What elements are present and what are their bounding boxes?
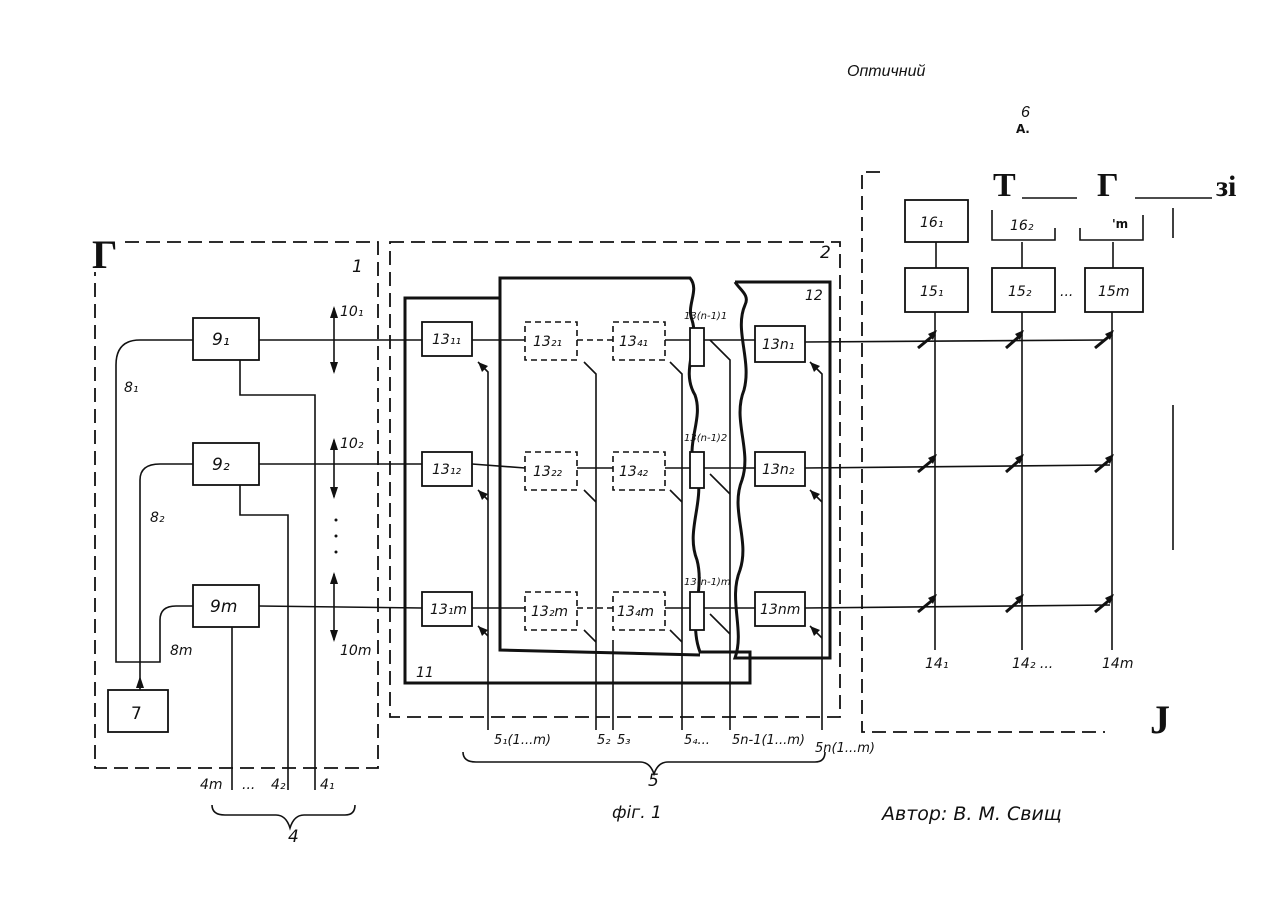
label-5-n: 5n(1...m) <box>815 741 875 756</box>
block-9-2-label: 9₂ <box>212 455 230 475</box>
mark-t: Т <box>993 167 1016 204</box>
block-13-nm: 13nm <box>760 602 800 618</box>
block-13-n-1-1: 13(n-1)1 <box>684 311 727 322</box>
label-14-1: 14₁ <box>925 656 948 672</box>
label-5-n-1: 5n-1(1...m) <box>732 733 805 748</box>
label-5: 5 <box>648 771 659 791</box>
block-13-1m: 13₁m <box>430 602 467 618</box>
page-number: 6 <box>1021 104 1030 121</box>
label-4-dots: ... <box>242 777 255 793</box>
label-4-m: 4m <box>200 777 223 793</box>
label-8-2: 8₂ <box>150 510 165 526</box>
label-8-m: 8m <box>170 643 193 659</box>
block-15-m: 15m <box>1098 284 1129 300</box>
block-13-2m: 13₂m <box>531 604 568 620</box>
mark-g: Г <box>1097 167 1119 204</box>
mark-top-left: Г <box>92 232 117 277</box>
block-16-2: 16₂ <box>1010 218 1034 234</box>
block-13-4m: 13₄m <box>617 604 654 620</box>
block-13-21: 13₂₁ <box>533 334 562 350</box>
region-2-label: 2 <box>820 243 831 263</box>
block-13-41: 13₄₁ <box>619 334 648 350</box>
label-10-2: 10₂ <box>340 436 364 452</box>
block-12-label: 12 <box>805 288 823 304</box>
label-4-1: 4₁ <box>320 777 335 793</box>
block-7-label: 7 <box>131 704 142 724</box>
block-16-m: 'm <box>1112 217 1128 231</box>
mark-j: J <box>1150 697 1170 742</box>
label-4: 4 <box>288 827 299 847</box>
block-15-2: 15₂ <box>1008 284 1032 300</box>
block-13-n2: 13n₂ <box>762 462 795 478</box>
block-13-12: 13₁₂ <box>432 462 461 478</box>
label-14-m: 14m <box>1102 656 1133 672</box>
author-line: Автор: В. М. Свищ <box>880 803 1062 825</box>
header-title: Оптичний <box>847 63 925 80</box>
block-13-42: 13₄₂ <box>619 464 648 480</box>
block-15-1: 15₁ <box>920 284 943 300</box>
mark-zi: зі <box>1216 170 1236 203</box>
block-13-n1: 13n₁ <box>762 337 794 353</box>
label-14-2: 14₂ ... <box>1012 656 1053 672</box>
block-13-n-1-2: 13(n-1)2 <box>684 433 727 444</box>
block-13-22: 13₂₂ <box>533 464 562 480</box>
page-sub: А. <box>1016 122 1030 136</box>
block-16-1: 16₁ <box>920 215 943 231</box>
region-1-label: 1 <box>352 257 363 277</box>
figure-caption: фіг. 1 <box>612 803 662 823</box>
label-5-3: 5₃ <box>617 733 630 748</box>
label-8-1: 8₁ <box>124 380 139 396</box>
label-10-1: 10₁ <box>340 304 363 320</box>
label-4-2: 4₂ <box>271 777 286 793</box>
block-11-label: 11 <box>416 665 434 681</box>
block-13-n-1-m: 13(n-1)m <box>684 577 731 588</box>
dots-15: ... <box>1060 284 1073 300</box>
coupler-arrows <box>918 330 1114 612</box>
label-5-1: 5₁(1...m) <box>494 733 551 748</box>
label-5-4: 5₄... <box>684 733 710 748</box>
label-5-2: 5₂ <box>597 733 610 748</box>
block-13-11: 13₁₁ <box>432 332 461 348</box>
label-10-m: 10m <box>340 643 371 659</box>
block-9-m-label: 9m <box>210 597 237 617</box>
block-9-1-label: 9₁ <box>212 330 230 350</box>
